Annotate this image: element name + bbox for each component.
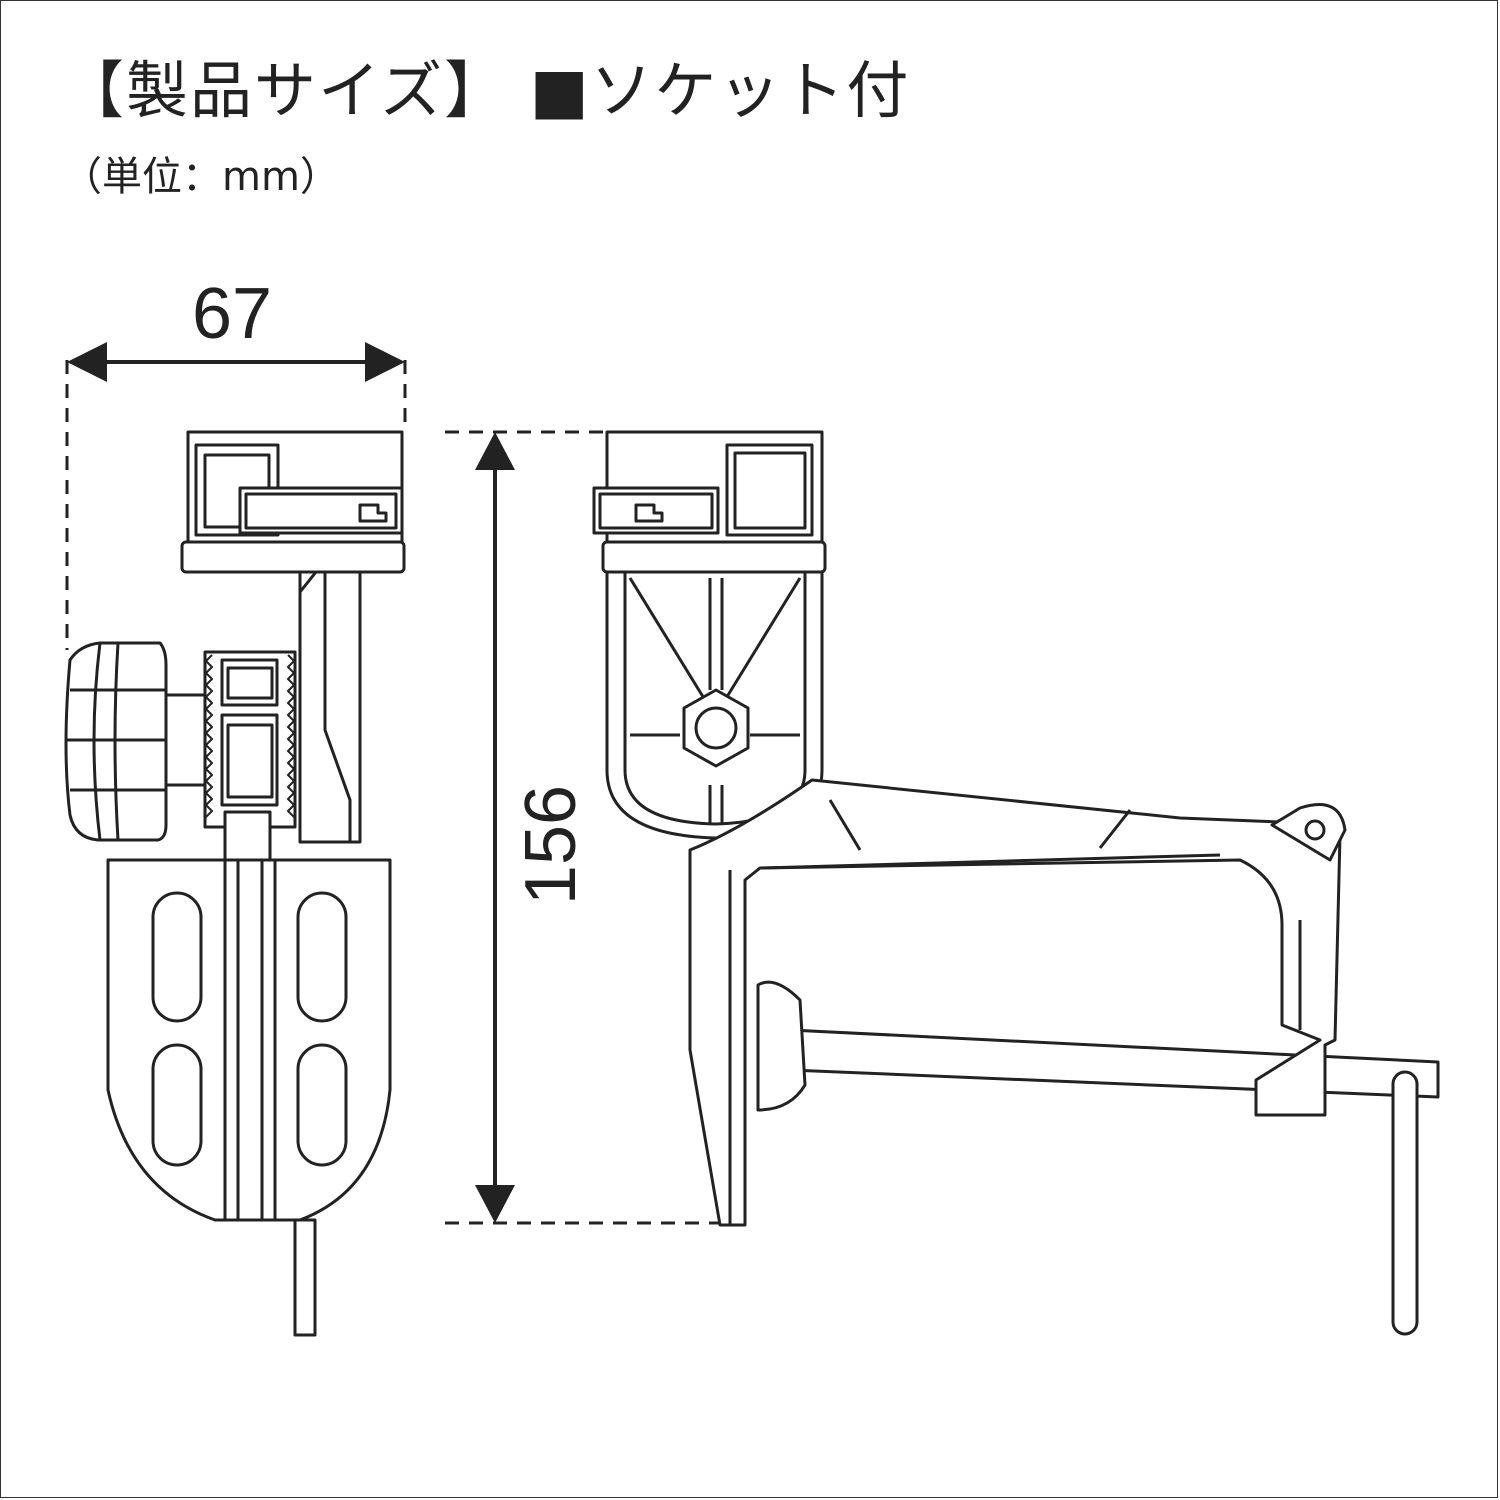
page-title: 【製品サイズ】 ■ソケット付 <box>62 54 911 127</box>
cross-rod <box>788 1028 1440 1099</box>
height-arrow-bottom <box>475 1185 515 1223</box>
socket-collar <box>180 540 406 574</box>
side-view <box>592 430 1440 1336</box>
width-label: 67 <box>192 274 272 354</box>
unit-note: （単位：mm） <box>62 154 340 200</box>
socket-collar-side <box>601 540 827 574</box>
width-arrow-left <box>67 342 107 382</box>
height-label: 156 <box>511 785 591 905</box>
width-arrow-right <box>365 342 405 382</box>
ear-hole <box>1304 819 1326 841</box>
width-dimension <box>65 342 407 650</box>
knob-shaft <box>164 693 208 787</box>
slot-upper-right <box>296 891 348 1023</box>
slot-upper-left <box>151 891 203 1023</box>
rod-front <box>293 1218 317 1337</box>
slot-lower-right <box>296 1043 348 1167</box>
front-view <box>64 430 406 1337</box>
stem <box>298 570 362 844</box>
vertical-pin <box>1391 1070 1419 1336</box>
slot-lower-left <box>151 1043 203 1167</box>
bracket-plate <box>106 858 392 1222</box>
height-arrow-top <box>475 432 515 470</box>
height-dimension <box>445 430 720 1225</box>
nut-hole <box>694 706 738 750</box>
clamp-pad <box>756 980 807 1112</box>
